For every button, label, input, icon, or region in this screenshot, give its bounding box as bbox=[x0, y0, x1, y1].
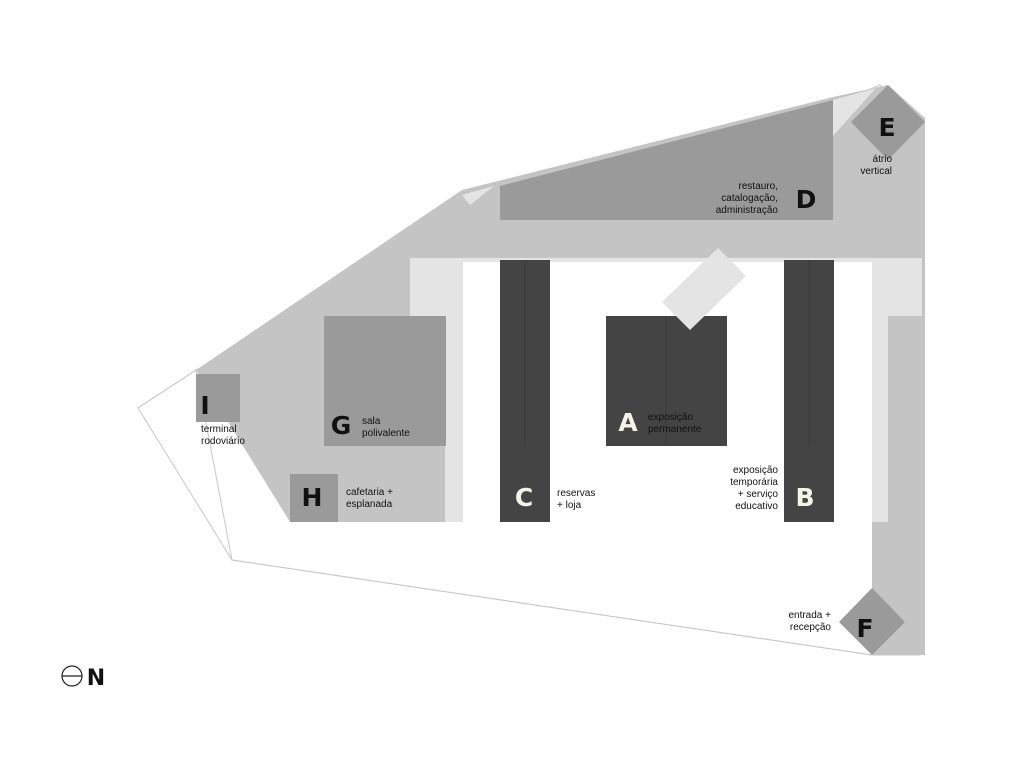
zone-a-label-1: exposição bbox=[648, 412, 693, 423]
zone-a-label-2: permanente bbox=[648, 424, 702, 435]
north-arrow-label: N bbox=[87, 666, 105, 691]
zone-i-label-2: rodoviário bbox=[201, 436, 245, 447]
zone-b-label-4: educativo bbox=[735, 501, 778, 512]
zone-a-letter: A bbox=[618, 408, 638, 437]
site-boundary-line bbox=[137, 369, 873, 656]
zone-c-label-2: + loja bbox=[557, 500, 582, 511]
zone-b-label-3: + serviço bbox=[738, 489, 779, 500]
zone-d-label-2: catalogação, bbox=[721, 193, 778, 204]
zone-g-block bbox=[324, 316, 446, 446]
zone-h-letter: H bbox=[302, 483, 323, 512]
corridor-light-top-notch bbox=[462, 186, 494, 205]
zone-c-letter: C bbox=[515, 483, 533, 512]
zone-d-label-3: administração bbox=[716, 205, 779, 216]
zone-b-label-1: exposição bbox=[733, 465, 778, 476]
corridor-light-e bbox=[833, 88, 876, 136]
zone-e-label-1: átrio bbox=[873, 154, 893, 165]
zone-i-letter: I bbox=[200, 391, 209, 420]
zone-h-label-2: esplanada bbox=[346, 499, 393, 510]
zone-c-label-1: reservas bbox=[557, 488, 595, 499]
zone-a-skylight bbox=[662, 248, 746, 330]
zone-d-letter: D bbox=[796, 185, 817, 214]
zone-d-block bbox=[500, 100, 833, 220]
corridor-light-left bbox=[410, 258, 922, 522]
zone-i-block bbox=[196, 374, 240, 422]
zone-f-label-1: entrada + bbox=[788, 610, 831, 621]
zone-f-diamond bbox=[839, 588, 905, 655]
zone-e-letter: E bbox=[878, 113, 895, 142]
zone-g-letter: G bbox=[331, 411, 352, 440]
zone-h-block bbox=[290, 474, 338, 522]
zone-e-diamond bbox=[851, 85, 925, 160]
zone-g-label-2: polivalente bbox=[362, 428, 410, 439]
zone-b-label-2: temporária bbox=[730, 477, 778, 488]
zone-b-letter: B bbox=[795, 483, 814, 512]
zone-g-label-1: sala bbox=[362, 416, 381, 427]
zone-f-label-2: recepção bbox=[790, 622, 832, 633]
north-arrow-icon bbox=[61, 665, 83, 687]
zone-d-label-1: restauro, bbox=[739, 181, 778, 192]
zone-e-label-2: vertical bbox=[860, 166, 892, 177]
zone-i-label-1: terminal bbox=[201, 424, 237, 435]
zone-h-label-1: cafetaria + bbox=[346, 487, 393, 498]
zone-f-letter: F bbox=[856, 614, 873, 643]
